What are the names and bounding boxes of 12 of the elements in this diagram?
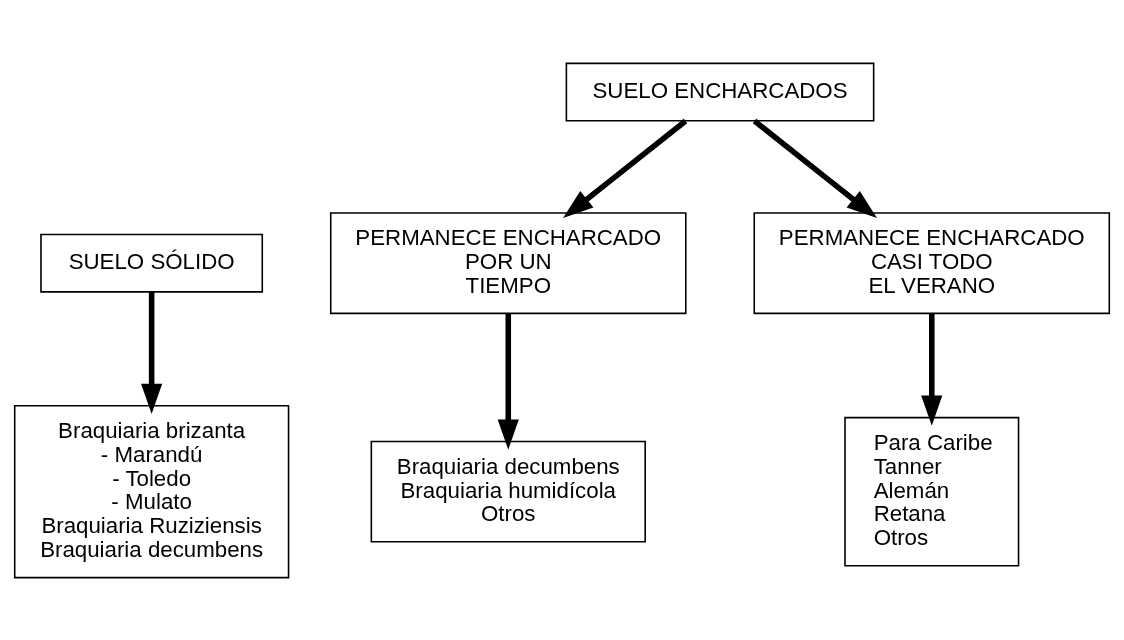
node-box: SUELO SÓLIDO xyxy=(40,233,264,293)
node-box: Braquiaria brizanta - Marandú - Toledo - Mulato Braquiaria Ruziziensis Braquiaria decumbens xyxy=(13,404,290,578)
arrow xyxy=(752,118,877,218)
node-box: PERMANECE ENCHARCADO POR UN TIEMPO xyxy=(329,211,687,314)
arrow xyxy=(141,291,163,414)
arrow xyxy=(497,313,519,450)
arrow xyxy=(563,118,688,218)
node-box: Para Caribe Tanner Alemán Retana Otros xyxy=(844,416,1020,566)
node-box: Braquiaria decumbens Braquiaria humidícola Otros xyxy=(370,440,646,543)
node-box: PERMANECE ENCHARCADO CASI TODO EL VERANO xyxy=(753,211,1111,314)
arrow xyxy=(921,313,943,426)
node-box: SUELO ENCHARCADOS xyxy=(565,62,875,121)
